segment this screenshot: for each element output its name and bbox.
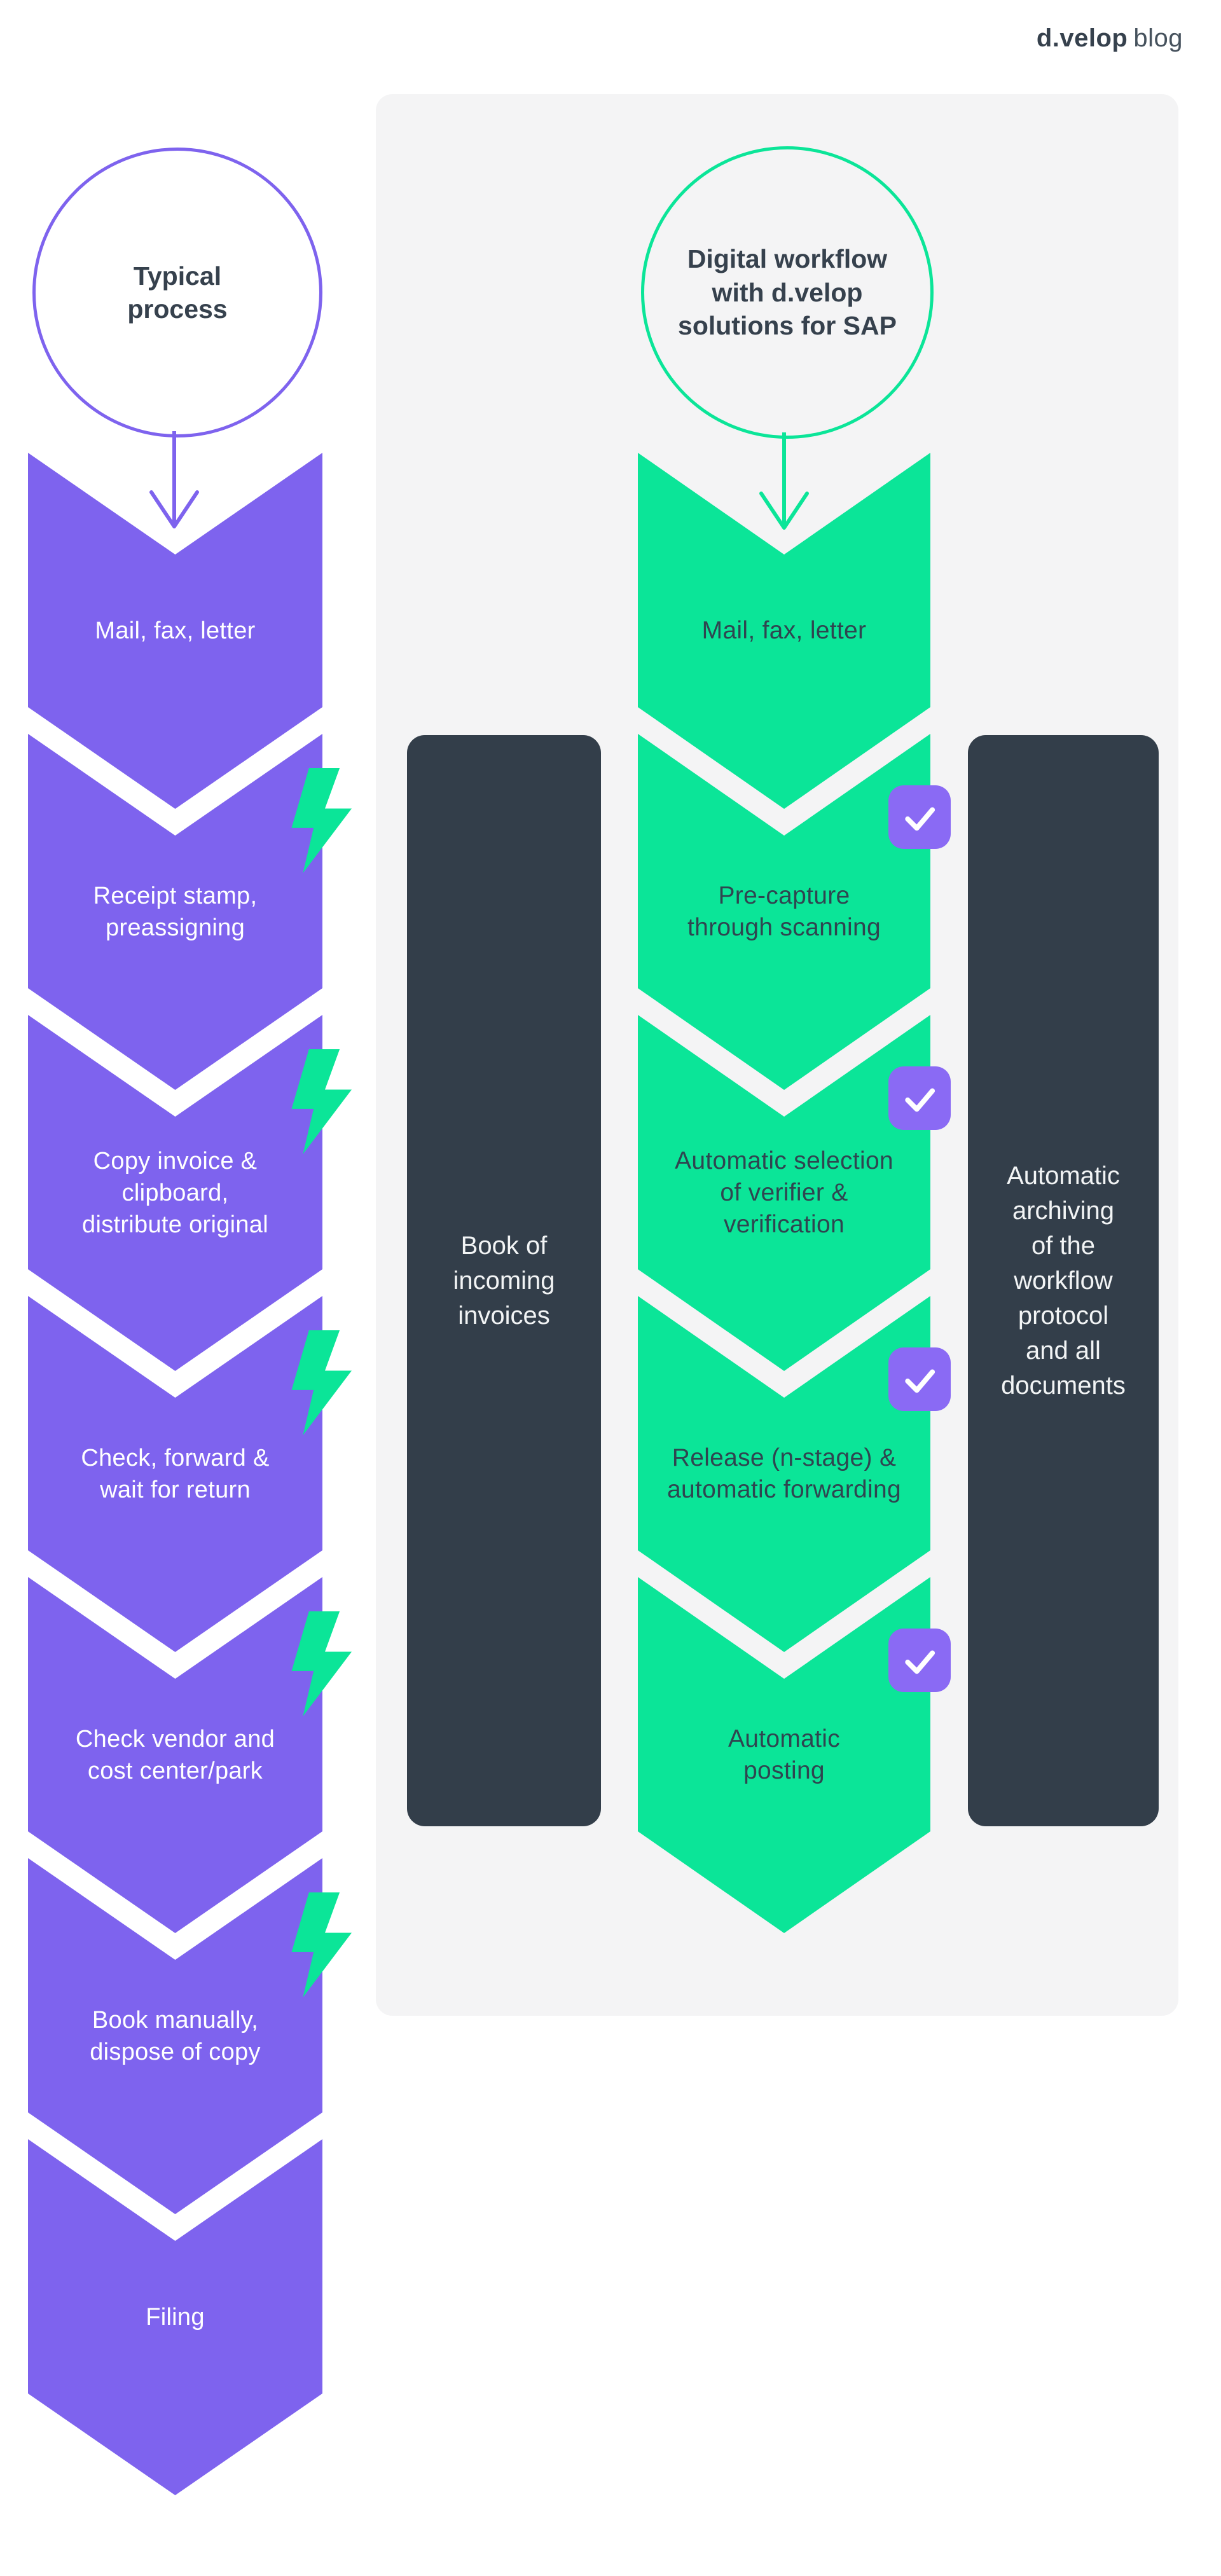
typical-process-title-circle: Typical process xyxy=(32,148,322,437)
darkbox-line: incoming xyxy=(453,1266,555,1295)
checkmark-icon xyxy=(905,1369,935,1393)
checkmark-icon xyxy=(905,1650,935,1674)
step-label-line: Receipt stamp, xyxy=(93,883,258,909)
checkmark-icon xyxy=(905,807,935,831)
step-label-line: through scanning xyxy=(687,914,881,941)
step-label-line: wait for return xyxy=(100,1477,251,1503)
step-label-line: clipboard, xyxy=(121,1180,229,1206)
checkmark-badge xyxy=(888,1347,951,1411)
step-label-line: Release (n-stage) & xyxy=(672,1444,897,1471)
darkbox-line: archiving xyxy=(1012,1196,1115,1225)
checkmark-icon xyxy=(905,1088,935,1112)
step-label-line: dispose of copy xyxy=(90,2039,261,2065)
checkmark-badge xyxy=(888,1066,951,1130)
darkbox-line: of the xyxy=(1031,1231,1096,1260)
step-label-line: Book manually, xyxy=(92,2007,259,2034)
step-label-line: Pre-capture xyxy=(718,882,850,909)
digital-title-line: Digital workflow xyxy=(687,244,888,274)
darkbox-line: invoices xyxy=(458,1301,550,1330)
step-label-line: distribute original xyxy=(82,1211,268,1238)
darkbox-line: and all xyxy=(1026,1336,1101,1365)
checkmark-badge xyxy=(888,785,951,849)
darkbox-line: workflow xyxy=(1014,1266,1113,1295)
lightning-bolt-icon xyxy=(291,768,352,873)
digital-workflow-title-circle: Digital workflow with d.velop solutions … xyxy=(641,146,934,439)
step-label-line: posting xyxy=(743,1757,825,1784)
step-label-line: Filing xyxy=(146,2304,205,2331)
step-label-line: of verifier & xyxy=(720,1179,848,1206)
step-label-line: cost center/park xyxy=(87,1758,263,1784)
step-label-line: Copy invoice & xyxy=(93,1148,258,1174)
step-label-line: automatic forwarding xyxy=(666,1476,901,1503)
step-label-line: Mail, fax, letter xyxy=(95,617,256,644)
step-label-line: Check, forward & xyxy=(81,1445,270,1471)
step-label-line: Check vendor and xyxy=(75,1726,275,1753)
step-label-line: verification xyxy=(723,1211,845,1238)
arrow-down-icon xyxy=(759,432,809,530)
lightning-bolt-icon xyxy=(291,1892,352,1997)
lightning-bolt-icon xyxy=(291,1611,352,1716)
step-label-line: Automatic xyxy=(728,1725,841,1753)
step-label-line: preassigning xyxy=(105,914,245,941)
darkbox-line: protocol xyxy=(1018,1301,1109,1330)
lightning-bolt-icon xyxy=(291,1330,352,1435)
digital-title-line: with d.velop xyxy=(712,277,863,307)
darkbox-line: Book of xyxy=(460,1231,548,1260)
darkbox-line: Automatic xyxy=(1007,1161,1120,1190)
darkbox-line: documents xyxy=(1001,1371,1126,1400)
step-label-line: Automatic selection xyxy=(675,1147,893,1174)
arrow-down-icon xyxy=(149,431,199,528)
typical-title-line: Typical xyxy=(133,261,222,291)
logo-brand-text: d.velop xyxy=(1036,24,1128,52)
lightning-bolt-icon xyxy=(291,1049,352,1154)
typical-title-line: process xyxy=(127,294,228,324)
checkmark-badge xyxy=(888,1629,951,1692)
automatic-archiving-box: Automatic archiving of the workflow prot… xyxy=(968,735,1159,1826)
book-of-incoming-invoices-box: Book of incoming invoices xyxy=(407,735,601,1826)
step-label-line: Mail, fax, letter xyxy=(701,617,867,644)
logo-suffix-text: blog xyxy=(1133,24,1183,52)
digital-title-line: solutions for SAP xyxy=(678,311,897,341)
